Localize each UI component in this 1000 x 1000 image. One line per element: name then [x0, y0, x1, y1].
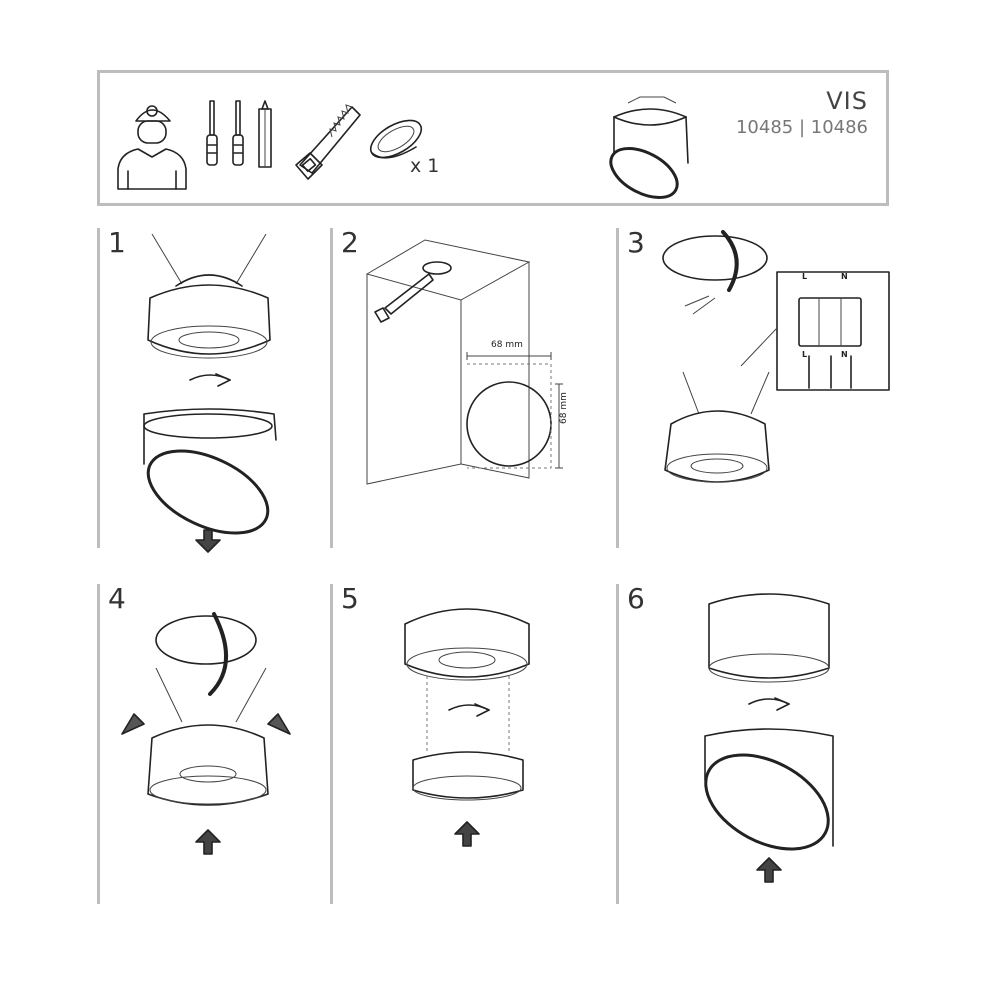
step-6-panel: 6: [616, 582, 899, 904]
product-codes: 10485 | 10486: [735, 117, 868, 138]
ceiling-cutout-illustration: [365, 239, 563, 485]
step-4-panel: 4: [97, 582, 380, 904]
product-name: VIS: [826, 87, 868, 115]
step-number: 1: [108, 226, 126, 259]
step-1-panel: 1: [97, 226, 380, 553]
cutout-height-label: 68 mm: [559, 392, 569, 424]
terminal-label-l-bottom: L: [802, 350, 808, 359]
downlight-icon: [609, 96, 689, 199]
step-5-panel: 5: [330, 582, 613, 904]
final-assembly-illustration: [704, 593, 834, 883]
step-number: 6: [627, 582, 645, 615]
step-3-panel: 3 L N L N: [616, 226, 899, 548]
installer-icon: [117, 105, 187, 190]
terminal-label-n-top: N: [841, 272, 848, 281]
hole-saw-icon: [295, 104, 361, 180]
screwdriver-icon: [206, 100, 218, 166]
step-number: 4: [108, 582, 126, 615]
wiring-illustration: [662, 230, 890, 483]
mounting-plate-icon: [369, 119, 423, 159]
step-number: 3: [627, 226, 645, 259]
terminal-label-n-bottom: N: [841, 350, 848, 359]
step-number: 5: [341, 582, 359, 615]
cutout-width-label: 68 mm: [491, 340, 523, 350]
tools-header: x 1 VIS 10485 | 10486: [97, 70, 889, 206]
screwdriver-icon: [232, 100, 244, 166]
ring-attach-illustration: [404, 608, 530, 847]
fixture-remove-ring-illustration: [143, 233, 277, 553]
step-2-panel: 2 68 mm 68 mm: [330, 226, 613, 548]
fixture-insert-illustration: [121, 612, 291, 855]
pencil-icon: [258, 100, 272, 168]
step-number: 2: [341, 226, 359, 259]
quantity-label: x 1: [410, 155, 440, 177]
terminal-label-l-top: L: [802, 272, 808, 281]
